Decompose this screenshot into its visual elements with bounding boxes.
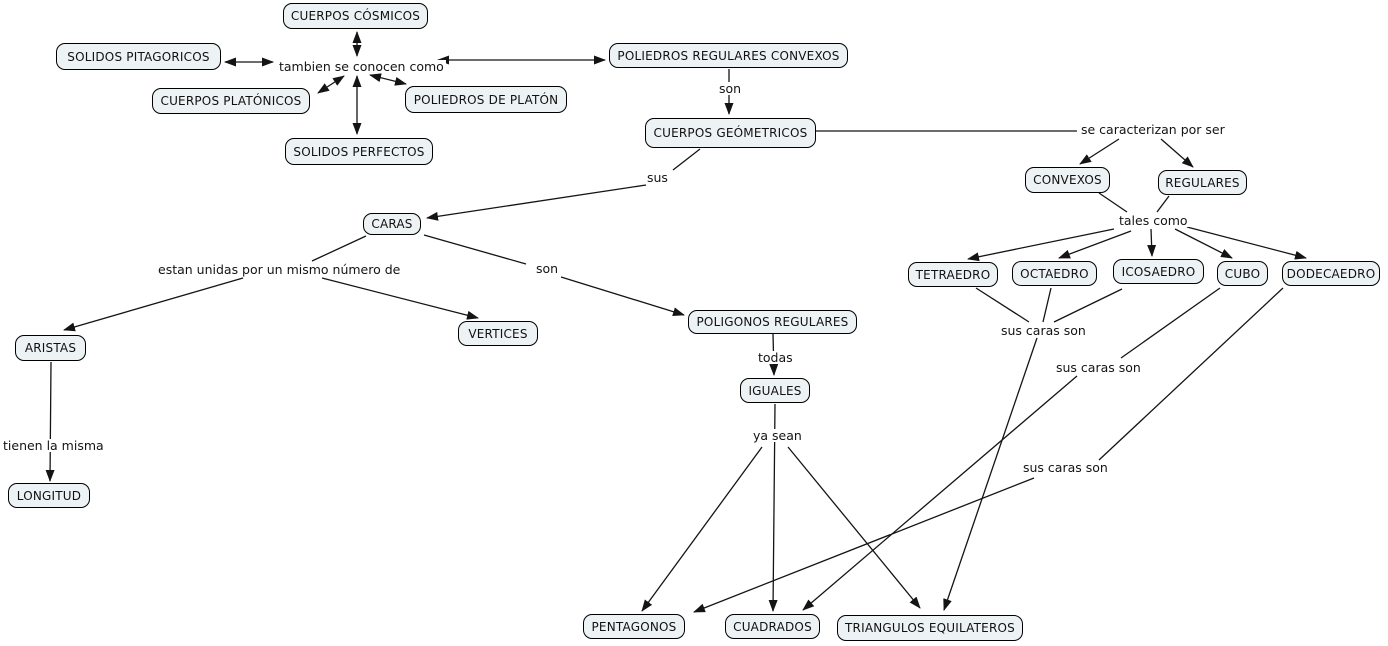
edge-cubo-sus-caras-son-2 <box>1120 287 1221 359</box>
node-triangulos-equilateros[interactable]: TRIANGULOS EQUILATEROS <box>837 615 1023 641</box>
edge-caras-estan-unidas <box>311 235 367 262</box>
linking-phrase-sus[interactable]: sus <box>645 170 670 185</box>
node-poliedros-de-platon[interactable]: POLIEDROS DE PLATÓN <box>405 86 567 113</box>
edge-regulares-tales-como <box>1156 195 1170 213</box>
linking-phrase-sus-caras-son-3[interactable]: sus caras son <box>1021 460 1110 475</box>
node-tetraedro[interactable]: TETRAEDRO <box>908 262 998 287</box>
linking-phrase-ya-sean[interactable]: ya sean <box>751 428 804 443</box>
edge-octaedro-sus-caras-son-1 <box>1042 287 1052 323</box>
edge-aristas-tienen-longitud <box>45 361 55 482</box>
node-solidos-perfectos[interactable]: SOLIDOS PERFECTOS <box>285 138 433 165</box>
edge-ya-sean-pentagonos <box>641 446 763 612</box>
node-cuerpos-platonicos[interactable]: CUERPOS PLATÓNICOS <box>152 88 310 114</box>
node-poligonos-regulares[interactable]: POLIGONOS REGULARES <box>688 310 857 334</box>
edge-tambien-cuerpos-platonicos <box>317 75 345 94</box>
edge-sus-caras <box>426 184 647 221</box>
edge-tales-como-tetraedro <box>967 228 1115 262</box>
edge-cuerpos-geometricos-sus <box>672 148 701 171</box>
node-iguales[interactable]: IGUALES <box>740 378 810 403</box>
edge-caras-son <box>423 234 527 265</box>
edge-dodecaedro-sus-caras-son-3 <box>1098 287 1284 461</box>
node-longitud[interactable]: LONGITUD <box>8 483 90 508</box>
edge-convexos-tales-como <box>1098 192 1128 213</box>
node-pentagonos[interactable]: PENTAGONOS <box>583 614 685 639</box>
node-poliedros-regulares-convexos[interactable]: POLIEDROS REGULARES CONVEXOS <box>609 43 848 68</box>
node-cuadrados[interactable]: CUADRADOS <box>725 614 820 639</box>
edge-tales-como-octaedro <box>1058 230 1132 259</box>
edge-tales-como-icosaedro <box>1147 228 1157 257</box>
linking-phrase-estan-unidas[interactable]: estan unidas por un mismo número de <box>156 262 403 277</box>
node-convexos[interactable]: CONVEXOS <box>1025 167 1110 193</box>
linking-phrase-tienen-la-misma[interactable]: tienen la misma <box>1 438 106 453</box>
linking-phrase-son-2[interactable]: son <box>534 261 561 276</box>
edge-sus-caras-son-2-cuadrados <box>802 375 1078 611</box>
node-dodecaedro[interactable]: DODECAEDRO <box>1282 261 1380 286</box>
node-vertices[interactable]: VERTICES <box>458 321 538 346</box>
edge-se-caracterizan-convexos <box>1079 138 1120 165</box>
node-octaedro[interactable]: OCTAEDRO <box>1012 261 1097 286</box>
edge-tales-como-dodecaedro <box>1186 226 1307 260</box>
node-caras[interactable]: CARAS <box>363 213 421 235</box>
linking-phrase-tales-como[interactable]: tales como <box>1117 213 1190 228</box>
node-icosaedro[interactable]: ICOSAEDRO <box>1113 259 1204 284</box>
linking-phrase-todas[interactable]: todas <box>756 350 795 365</box>
edge-estan-unidas-aristas <box>63 277 244 332</box>
edge-tales-como-cubo <box>1174 228 1233 259</box>
linking-phrase-se-caracterizan-por-ser[interactable]: se caracterizan por ser <box>1079 122 1227 137</box>
node-cuerpos-cosmicos[interactable]: CUERPOS CÓSMICOS <box>283 3 428 29</box>
node-aristas[interactable]: ARISTAS <box>15 335 86 361</box>
node-solidos-pitagoricos[interactable]: SOLIDOS PITAGORICOS <box>56 43 221 70</box>
linking-phrase-sus-caras-son-1[interactable]: sus caras son <box>999 323 1088 338</box>
edge-son-poligonos-regulares <box>560 276 685 317</box>
linking-phrase-son-1[interactable]: son <box>717 81 744 96</box>
edge-sus-caras-son-3-pentagonos <box>693 477 1035 613</box>
edge-tambien-poliedros-de-platon <box>369 73 407 86</box>
node-regulares[interactable]: REGULARES <box>1158 170 1247 195</box>
node-cuerpos-geometricos[interactable]: CUERPOS GEÓMETRICOS <box>645 118 816 148</box>
linking-phrase-sus-caras-son-2[interactable]: sus caras son <box>1054 360 1143 375</box>
linking-phrase-tambien-se-conocen-como[interactable]: tambien se conocen como <box>277 59 446 74</box>
edge-ya-sean-triangulos <box>787 446 921 609</box>
edge-icosaedro-sus-caras-son-1 <box>1053 288 1123 323</box>
node-cubo[interactable]: CUBO <box>1217 261 1268 286</box>
edge-estan-unidas-vertices <box>321 277 479 320</box>
edge-tetraedro-sus-caras-son-1 <box>975 287 1030 323</box>
edge-se-caracterizan-regulares <box>1160 138 1194 168</box>
edge-sus-caras-son-1-triangulos <box>943 337 1038 611</box>
